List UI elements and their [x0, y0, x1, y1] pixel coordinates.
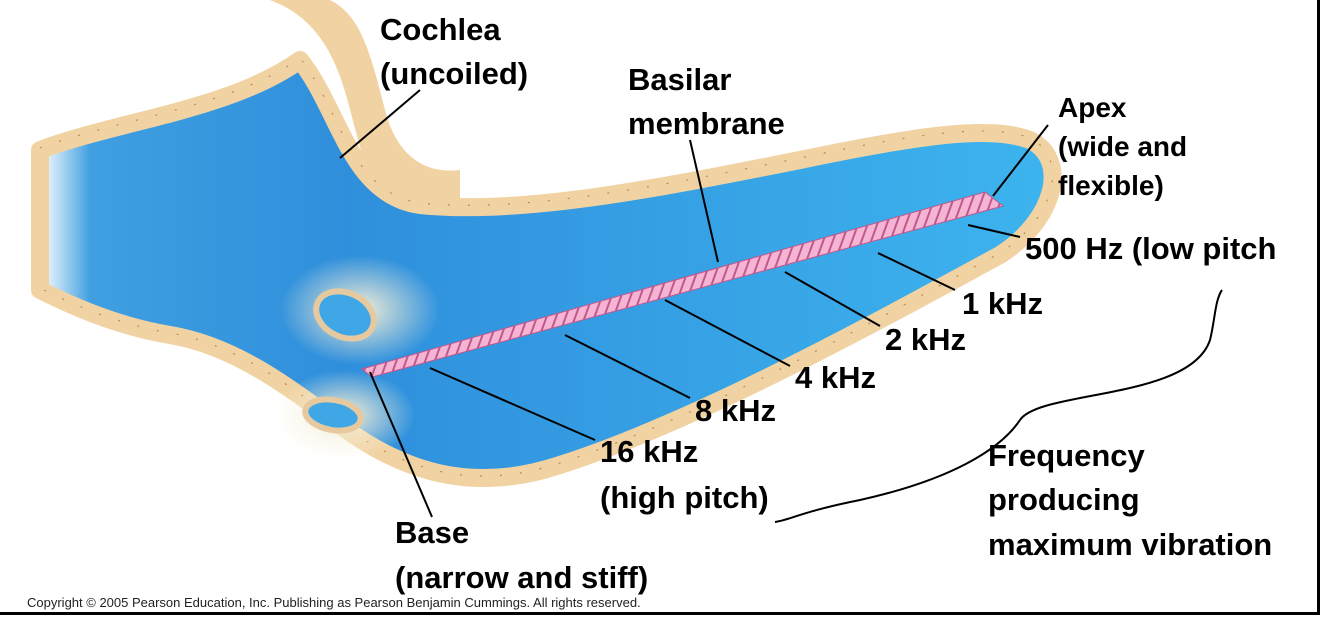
border-bottom — [0, 612, 1320, 615]
label-base: Base — [395, 515, 470, 550]
label-4khz: 4 kHz — [795, 360, 876, 395]
leader-lines — [339, 89, 1223, 523]
label-frequency: Frequency — [988, 438, 1145, 473]
border-right — [1317, 0, 1320, 614]
label-cochlea: Cochlea — [380, 12, 501, 47]
label-500hz: 500 Hz (low pitch — [1025, 231, 1277, 266]
label-16khz: 16 kHz — [600, 434, 699, 469]
basilar-membrane — [360, 191, 1005, 378]
label-2khz: 2 kHz — [885, 322, 966, 357]
label-8khz: 8 kHz — [695, 393, 776, 428]
label-1khz: 1 kHz — [962, 286, 1043, 321]
label-producing: producing — [988, 482, 1140, 517]
round-window — [302, 396, 364, 434]
label-apex-desc1: (wide and — [1058, 131, 1188, 162]
cochlea-neck — [270, 0, 460, 207]
label-high-pitch: (high pitch) — [600, 480, 769, 515]
oval-window — [313, 288, 377, 342]
copyright-notice: Copyright © 2005 Pearson Education, Inc.… — [27, 595, 641, 610]
label-basilar: Basilar — [628, 62, 732, 97]
label-max-vibration: maximum vibration — [988, 527, 1273, 562]
cochlea-wall — [31, 51, 1062, 488]
label-uncoiled: (uncoiled) — [380, 56, 529, 91]
label-base-desc: (narrow and stiff) — [395, 560, 649, 595]
label-membrane: membrane — [628, 106, 785, 141]
label-apex-desc2: flexible) — [1058, 170, 1164, 201]
frequency-brace — [774, 289, 1223, 523]
label-apex: Apex — [1058, 92, 1127, 123]
